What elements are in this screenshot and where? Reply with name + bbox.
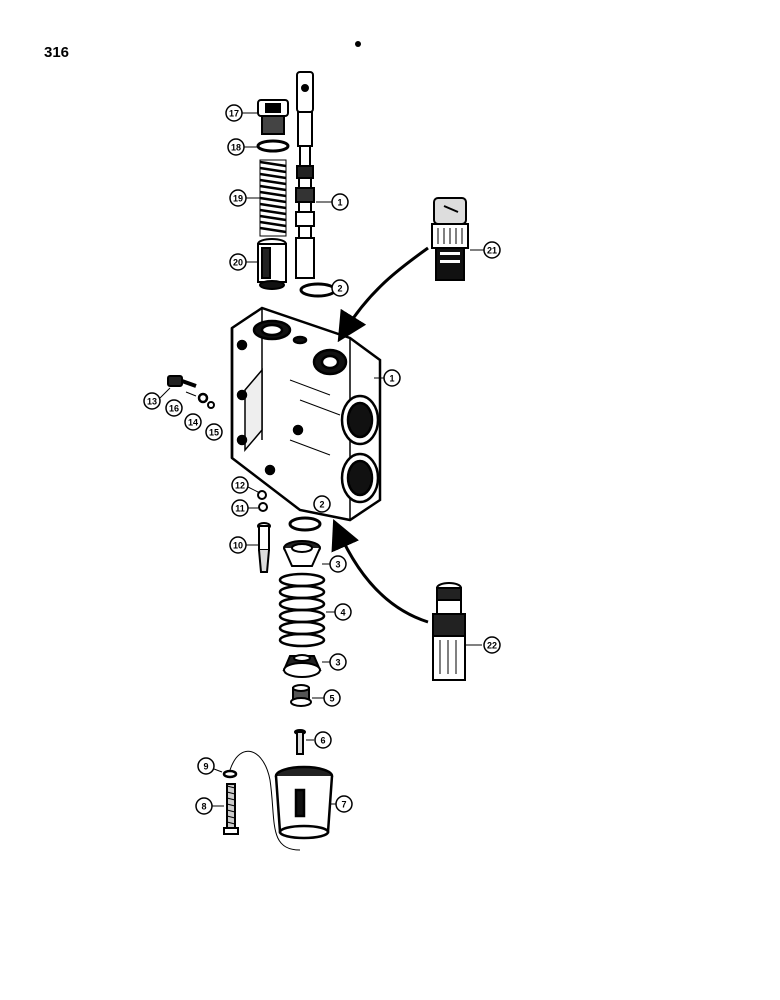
- o-ring: [197, 392, 209, 404]
- callout-22: 22: [483, 636, 501, 654]
- callout-20: 20: [229, 253, 247, 271]
- callout-9: 9: [197, 757, 215, 775]
- svg-text:7: 7: [341, 800, 346, 810]
- washer: [222, 769, 238, 779]
- spring-seat-upper: [283, 540, 321, 567]
- svg-text:3: 3: [335, 658, 340, 668]
- svg-text:12: 12: [235, 481, 245, 491]
- screw: [294, 729, 306, 755]
- end-cap: [274, 765, 334, 840]
- callout-18: 18: [227, 138, 245, 156]
- callout-2-upper: 2: [331, 279, 349, 297]
- coil-spring-upper: [259, 159, 287, 237]
- callout-14: 14: [184, 413, 202, 431]
- callout-17: 17: [225, 104, 243, 122]
- svg-text:16: 16: [169, 404, 179, 414]
- callout-4: 4: [334, 603, 352, 621]
- ink-dot: [355, 41, 361, 47]
- svg-text:2: 2: [319, 500, 324, 510]
- svg-text:11: 11: [235, 504, 245, 514]
- svg-text:17: 17: [229, 109, 239, 119]
- callout-2-lower: 2: [313, 495, 331, 513]
- svg-text:1: 1: [389, 374, 394, 384]
- svg-text:4: 4: [340, 608, 345, 618]
- svg-text:18: 18: [231, 143, 241, 153]
- svg-text:21: 21: [487, 246, 497, 256]
- callout-19: 19: [229, 189, 247, 207]
- svg-text:1: 1: [337, 198, 342, 208]
- retainer-sleeve: [257, 238, 287, 290]
- callout-21: 21: [483, 241, 501, 259]
- callout-16: 16: [165, 399, 183, 417]
- callout-8: 8: [195, 797, 213, 815]
- relief-valve-lower: [432, 582, 466, 681]
- callout-7: 7: [335, 795, 353, 813]
- callout-1-body: 1: [383, 369, 401, 387]
- svg-text:13: 13: [147, 397, 157, 407]
- callout-5: 5: [323, 689, 341, 707]
- svg-text:14: 14: [188, 418, 198, 428]
- relief-valve-upper: [431, 197, 469, 281]
- callout-10: 10: [229, 536, 247, 554]
- callout-3-upper: 3: [329, 555, 347, 573]
- o-ring-seal: [288, 516, 322, 532]
- guide-bushing: [290, 684, 312, 707]
- svg-text:19: 19: [233, 194, 243, 204]
- backup-ring: [207, 401, 215, 409]
- adjusting-screw: [167, 375, 197, 388]
- arrow-to-lower-port: [331, 519, 429, 624]
- svg-text:6: 6: [320, 736, 325, 746]
- callout-6: 6: [314, 731, 332, 749]
- svg-text:15: 15: [209, 428, 219, 438]
- callout-1-spool: 1: [331, 193, 349, 211]
- o-ring-seal: [299, 282, 337, 298]
- callout-3-lower: 3: [329, 653, 347, 671]
- backup-ring: [258, 502, 268, 512]
- svg-text:20: 20: [233, 258, 243, 268]
- svg-text:22: 22: [487, 641, 497, 651]
- spring-seat-lower: [282, 654, 322, 678]
- svg-text:8: 8: [201, 802, 206, 812]
- lock-wire: [229, 750, 301, 851]
- callout-13: 13: [143, 392, 161, 410]
- svg-text:2: 2: [337, 284, 342, 294]
- callout-15: 15: [205, 423, 223, 441]
- o-ring: [257, 490, 267, 500]
- plunger: [257, 522, 271, 573]
- svg-text:3: 3: [335, 560, 340, 570]
- arrow-to-upper-port: [337, 246, 429, 343]
- coil-spring-lower: [278, 572, 326, 648]
- callout-11: 11: [231, 499, 249, 517]
- page-number: 316: [44, 44, 70, 61]
- callout-12: 12: [231, 476, 249, 494]
- leader-line: [185, 391, 197, 397]
- svg-text:5: 5: [329, 694, 334, 704]
- spool-upper: [295, 71, 315, 279]
- cap-part: [257, 99, 289, 135]
- o-ring-seal: [256, 139, 290, 153]
- svg-text:10: 10: [233, 541, 243, 551]
- bolt: [223, 783, 239, 835]
- svg-text:9: 9: [203, 762, 208, 772]
- valve-body: [230, 306, 382, 522]
